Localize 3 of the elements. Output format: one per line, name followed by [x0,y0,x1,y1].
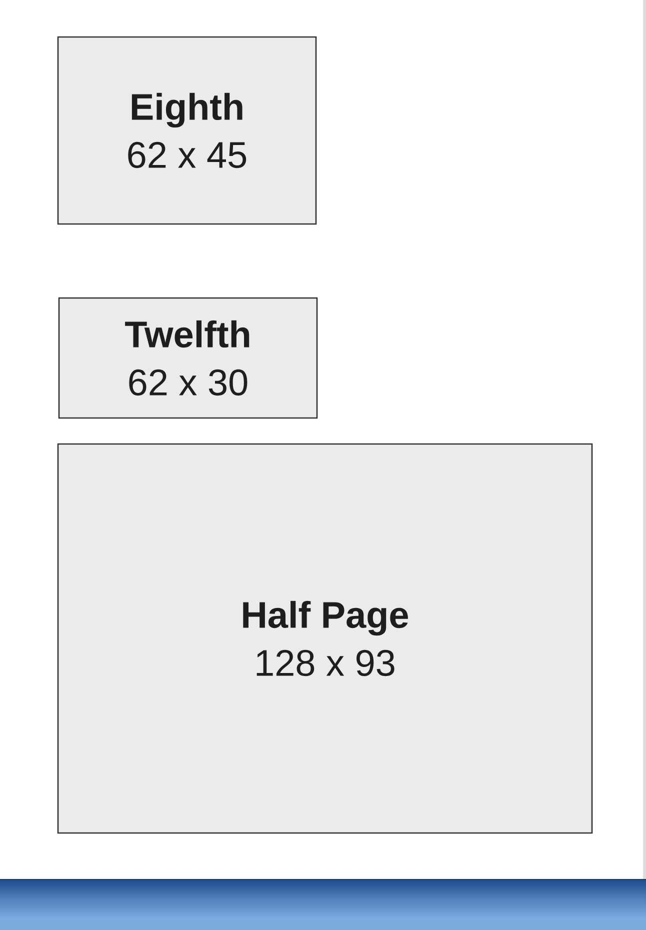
size-box: Eighth 62 x 45 [57,36,317,225]
size-box: Twelfth 62 x 30 [58,297,318,419]
size-box: Half Page 128 x 93 [57,443,593,834]
